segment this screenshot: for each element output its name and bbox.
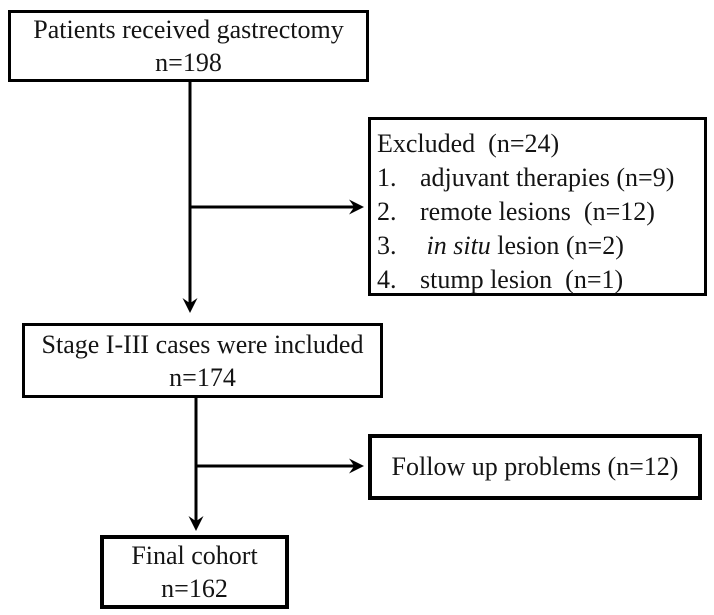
stage-box-label: Stage I-III cases were included xyxy=(41,329,364,359)
excluded-item-4-number: 4. xyxy=(377,265,397,294)
patients-box-label: Patients received gastrectomy xyxy=(33,15,344,44)
excluded-box: Excluded (n=24) 1. adjuvant therapies (n=… xyxy=(368,117,707,296)
excluded-item-1-text: adjuvant therapies (n=9) xyxy=(420,163,675,192)
excluded-title: Excluded (n=24) xyxy=(377,129,560,158)
excluded-item-4-text: stump lesion (n=1) xyxy=(420,265,624,294)
followup-problems-box: Follow up problems (n=12) xyxy=(368,434,702,500)
followup-box-label: Follow up problems (n=12) xyxy=(391,452,679,481)
excluded-item-1: 1. adjuvant therapies (n=9) xyxy=(377,161,700,195)
patients-box-count: n=198 xyxy=(155,48,222,77)
excluded-item-2: 2. remote lesions (n=12) xyxy=(377,195,700,229)
excluded-item-3-italic: in situ xyxy=(420,231,491,260)
excluded-item-2-number: 2. xyxy=(377,197,397,226)
stage-box-count: n=174 xyxy=(169,362,236,392)
final-box-label: Final cohort xyxy=(131,541,258,570)
excluded-item-3-text: lesion (n=2) xyxy=(490,231,624,260)
excluded-item-4: 4. stump lesion (n=1) xyxy=(377,263,700,297)
stage-included-box: Stage I-III cases were included n=174 xyxy=(22,323,383,398)
excluded-item-1-number: 1. xyxy=(377,163,397,192)
final-cohort-box: Final cohort n=162 xyxy=(100,535,289,609)
excluded-item-3: 3. in situ lesion (n=2) xyxy=(377,229,700,263)
final-box-count: n=162 xyxy=(161,574,228,603)
patients-gastrectomy-box: Patients received gastrectomy n=198 xyxy=(8,10,369,82)
excluded-item-2-text: remote lesions (n=12) xyxy=(420,197,655,226)
excluded-item-3-number: 3. xyxy=(377,231,397,260)
